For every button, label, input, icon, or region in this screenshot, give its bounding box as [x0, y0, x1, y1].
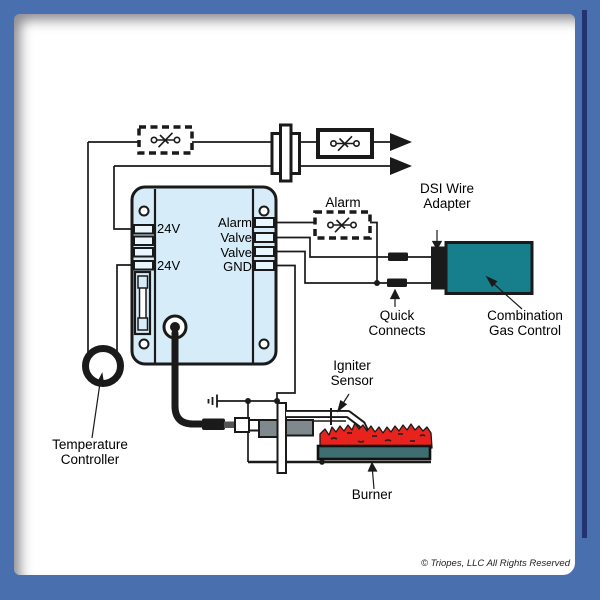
label-dsi-wire-adapter: DSI Wire Adapter: [405, 181, 489, 211]
wire-gnd: [274, 264, 296, 401]
alarm-switch-dashed: [313, 210, 372, 240]
cable-boot: [202, 418, 225, 430]
igniter-cable: [171, 329, 208, 428]
label-temperature-controller: Temperature Controller: [36, 437, 144, 467]
label-alarm: Alarm: [325, 195, 361, 210]
label-temp-line2: Controller: [60, 452, 120, 467]
terminal-label-24v-bottom: 24V: [157, 257, 181, 273]
copyright-text: © Triopes, LLC All Rights Reserved: [420, 558, 570, 569]
terminal-label-valve-1: Valve: [220, 230, 252, 245]
label-combo-line1: Combination: [487, 308, 563, 323]
control-module: [130, 185, 278, 366]
burner: [316, 444, 432, 461]
label-quick-line2: Connects: [368, 323, 426, 338]
module-rails: [153, 189, 255, 363]
label-igniter-line2: Sensor: [330, 373, 374, 388]
label-quick-connects: Quick Connects: [355, 308, 439, 338]
label-combination-gas-control: Combination Gas Control: [463, 308, 587, 338]
terminal-label-gnd: GND: [223, 258, 252, 274]
ground-symbol-icon: [207, 394, 218, 408]
label-quick-line1: Quick: [379, 308, 415, 323]
dsi-wire-adapter: [431, 246, 447, 290]
wire-alarm-return: [370, 221, 378, 283]
label-burner: Burner: [351, 487, 393, 502]
wire-24v-top-terminal: [113, 166, 136, 230]
label-combo-line2: Gas Control: [488, 323, 562, 338]
mounting-plate: [276, 402, 287, 474]
flame-speckles: [330, 432, 426, 443]
module-fuse: [133, 270, 152, 336]
wire-valve-1: [274, 236, 432, 258]
flames: [319, 422, 433, 449]
ceramic-insulator: [234, 417, 250, 433]
igniter-body-left: [258, 419, 280, 438]
bulkhead-fitting: [270, 123, 301, 183]
terminal-label-valve-2: Valve: [220, 244, 252, 260]
terminal-label-alarm: Alarm: [218, 215, 252, 230]
frame-groove: [582, 10, 587, 538]
quick-connects: [387, 252, 408, 287]
combination-gas-control: [444, 241, 534, 295]
label-dsi-line1: DSI Wire: [420, 181, 474, 196]
annotation-arrows: [91, 230, 523, 490]
terminal-label-24v-top: 24V: [157, 221, 181, 236]
cable-lead: [224, 421, 236, 428]
label-igniter-line1: Igniter: [333, 358, 371, 373]
wire-24v-bottom-to-controller: [116, 264, 136, 352]
wire-valve-2: [274, 250, 432, 284]
label-dsi-line2: Adapter: [423, 196, 471, 211]
module-screws: [138, 205, 270, 350]
power-switch-solid: [316, 128, 374, 159]
module-terminals: [133, 217, 275, 271]
supply-arrow-icons: [390, 133, 412, 175]
label-temp-line1: Temperature: [52, 437, 128, 452]
label-igniter-sensor: Igniter Sensor: [312, 358, 392, 388]
igniter-body-right: [285, 419, 314, 437]
limit-switch-dashed: [137, 125, 194, 155]
